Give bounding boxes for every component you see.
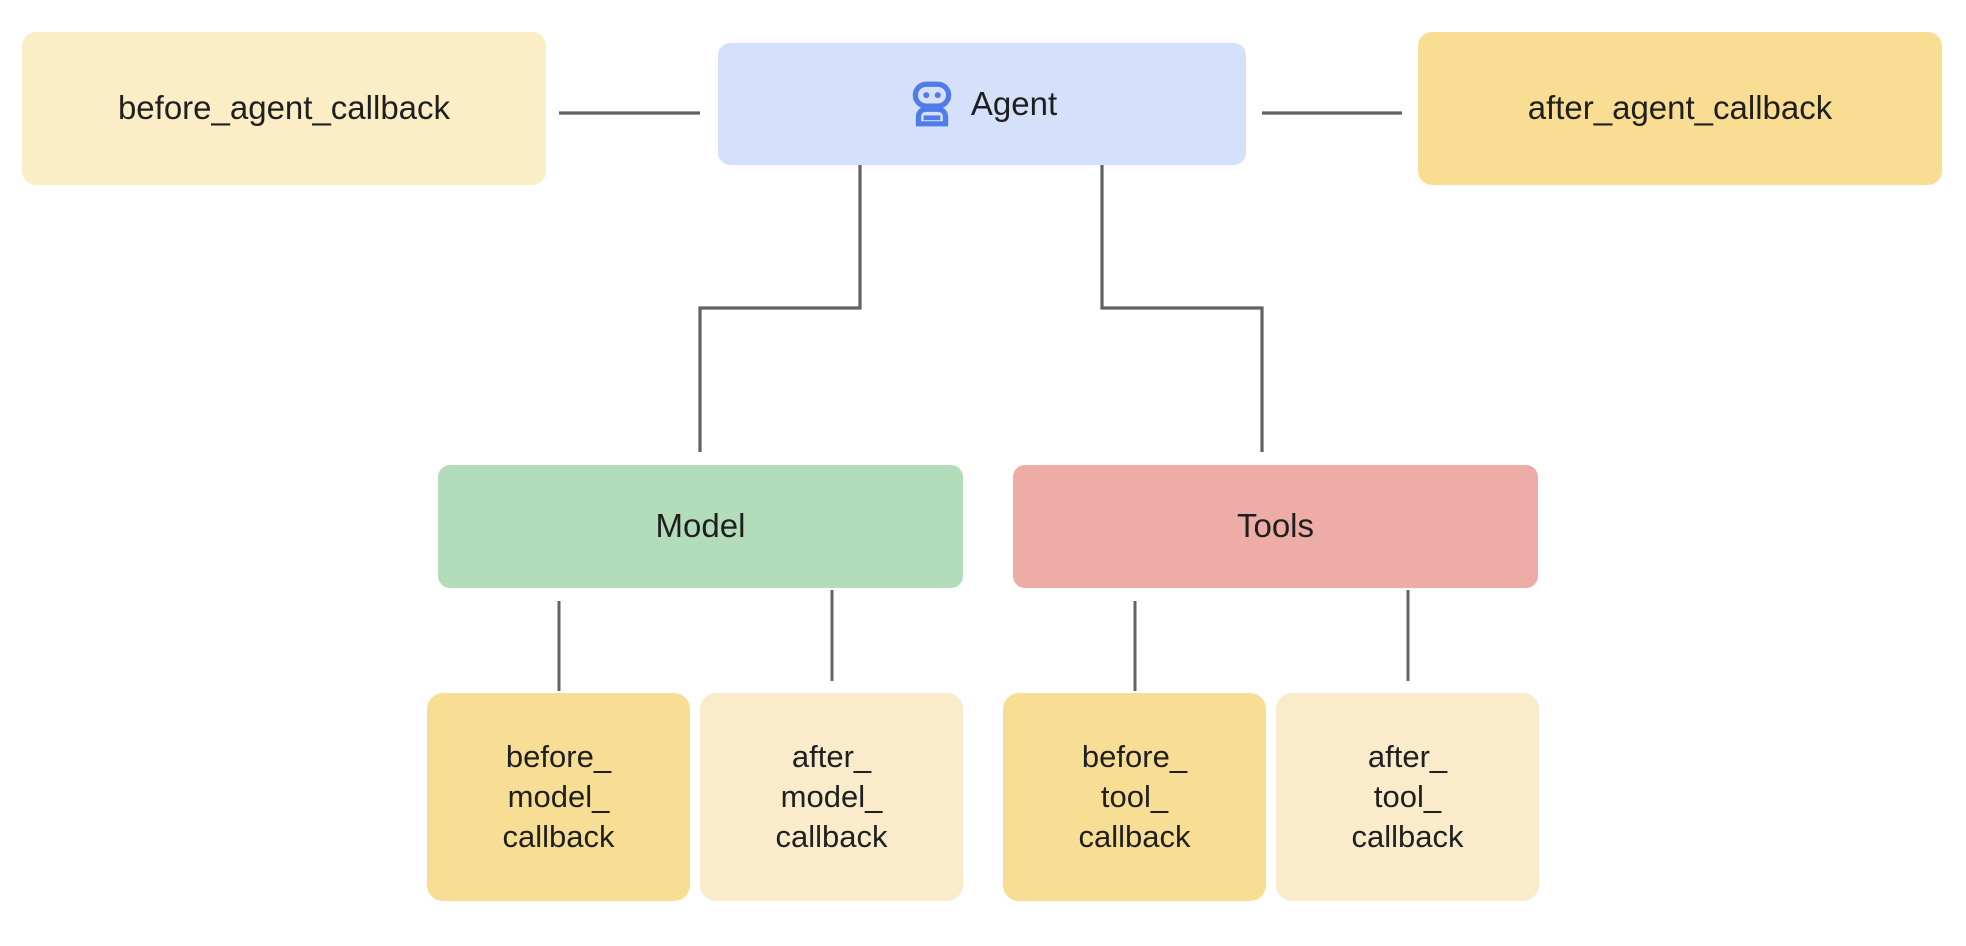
node-before-model-callback[interactable]: before_ model_ callback (427, 693, 690, 901)
node-agent-label: Agent (970, 84, 1058, 122)
node-after-model-callback[interactable]: after_ model_ callback (700, 693, 963, 901)
node-after-tool-callback-label: after_ tool_ callback (1351, 739, 1464, 854)
node-after-tool-callback[interactable]: after_ tool_ callback (1276, 693, 1539, 901)
node-before-tool-callback-label: before_ tool_ callback (1078, 739, 1191, 854)
node-before-agent-callback[interactable]: before_agent_callback (22, 32, 546, 185)
node-after-model-callback-label: after_ model_ callback (775, 739, 888, 854)
node-before-model-callback-label: before_ model_ callback (502, 739, 615, 854)
edge-agent-to-model (698, 165, 862, 452)
node-model-label: Model (655, 507, 746, 545)
node-tools[interactable]: Tools (1013, 465, 1538, 588)
node-model[interactable]: Model (438, 465, 963, 588)
node-after-agent-callback[interactable]: after_agent_callback (1418, 32, 1942, 185)
edge-agent-to-tools (1100, 165, 1264, 452)
node-after-agent-callback-label: after_agent_callback (1527, 89, 1833, 127)
node-tools-label: Tools (1236, 507, 1315, 545)
node-agent[interactable]: Agent (718, 43, 1246, 165)
node-before-agent-callback-label: before_agent_callback (117, 89, 451, 127)
node-before-tool-callback[interactable]: before_ tool_ callback (1003, 693, 1266, 901)
robot-icon (907, 79, 957, 129)
